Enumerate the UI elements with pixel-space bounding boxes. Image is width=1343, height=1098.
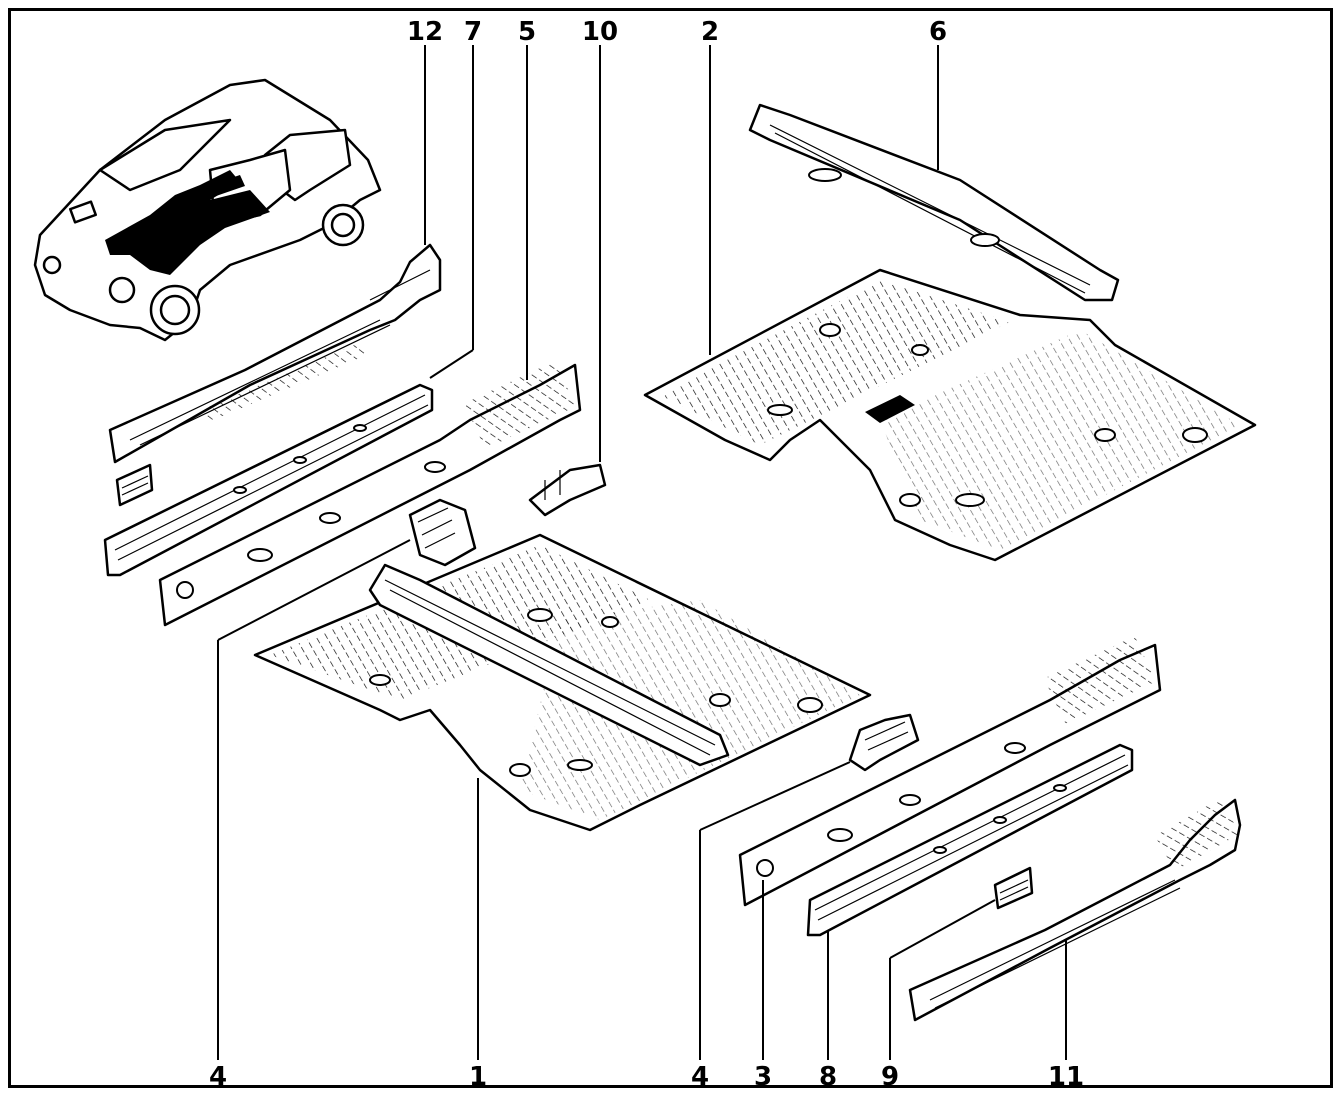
- leader-7b: [429, 349, 474, 379]
- leader-lines: [217, 45, 1067, 1060]
- part-5-side-member-left: [158, 361, 582, 627]
- callout-10: 10: [582, 17, 618, 47]
- part-7-sill-left: [103, 383, 434, 577]
- part-1-front-floor: [253, 533, 872, 832]
- callout-11: 11: [1048, 1062, 1084, 1092]
- leader-4b-diag: [699, 761, 851, 831]
- part-3-side-member-right: [738, 636, 1162, 907]
- callout-4-right: 4: [691, 1062, 709, 1092]
- callout-labels: 12 7 5 10 2 6 4 1 4 3 8 9 11: [209, 17, 1084, 1092]
- callout-5: 5: [518, 17, 536, 47]
- callout-6: 6: [929, 17, 947, 47]
- callout-12: 12: [407, 17, 443, 47]
- leader-9-diag: [889, 899, 996, 959]
- part-9-bracket: [993, 866, 1034, 910]
- part-2-rear-floor: [643, 268, 1257, 562]
- part-12-side-rail: [108, 243, 442, 464]
- callout-4-left: 4: [209, 1062, 227, 1092]
- callout-9: 9: [881, 1062, 899, 1092]
- part-10-bracket: [528, 463, 607, 517]
- part-8-sill-right: [806, 743, 1134, 937]
- callout-1: 1: [469, 1062, 487, 1092]
- callout-2: 2: [701, 17, 719, 47]
- callout-3: 3: [754, 1062, 772, 1092]
- callout-7: 7: [464, 17, 482, 47]
- car-inset: [33, 78, 382, 342]
- callout-8: 8: [819, 1062, 837, 1092]
- part-6-cross-member: [748, 103, 1120, 302]
- part-11-side-rail-right: [908, 798, 1242, 1022]
- small-bracket-left: [115, 463, 154, 507]
- part-4-support-left: [408, 498, 477, 567]
- leader-4a-diag: [217, 539, 411, 641]
- part-4-support-right: [848, 713, 920, 772]
